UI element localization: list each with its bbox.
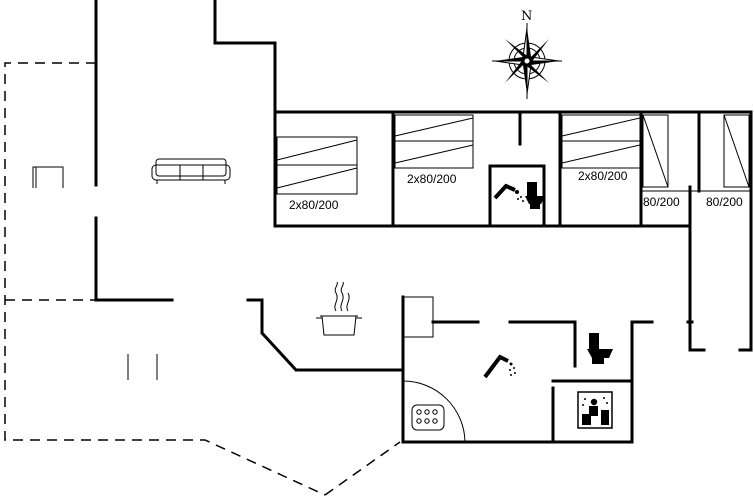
bed-room-4 (642, 114, 669, 188)
bed-room-1 (276, 136, 358, 195)
sofa-icon (151, 158, 231, 184)
shower-icon (493, 183, 524, 202)
terrace-outline (4, 62, 401, 496)
sauna-icon (577, 391, 613, 429)
bed-room-2 (394, 114, 474, 169)
toilet-icon (587, 333, 613, 364)
walls (94, 0, 753, 444)
bed-label: 80/200 (643, 195, 680, 209)
cabinet (402, 296, 434, 338)
door-swing (402, 380, 466, 443)
whirlpool-icon (411, 404, 445, 431)
bed-label: 2x80/200 (289, 198, 339, 212)
bed-label: 2x80/200 (407, 172, 457, 186)
bench-marks (127, 354, 158, 380)
bed-room-3 (561, 114, 641, 169)
cooking-pot-icon (316, 281, 362, 336)
side-table (32, 166, 64, 188)
toilet-icon (525, 182, 545, 209)
compass-rose-icon: N (492, 9, 562, 99)
bed-label: 80/200 (706, 195, 743, 209)
north-label: N (521, 9, 532, 24)
bed-room-5 (723, 114, 750, 188)
shower-icon (483, 354, 516, 379)
bed-label: 2x80/200 (578, 169, 628, 183)
